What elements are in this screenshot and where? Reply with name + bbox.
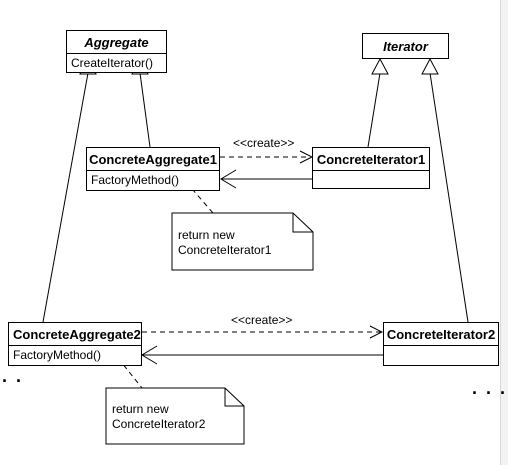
association-ci1-ca1 — [220, 169, 312, 189]
class-operation: CreateIterator() — [71, 56, 154, 70]
class-name: ConcreteAggregate1 — [87, 148, 219, 171]
class-name: ConcreteIterator2 — [384, 323, 498, 346]
generalization-ci1-iterator — [367, 57, 389, 148]
class-operation: FactoryMethod() — [13, 348, 102, 362]
create-label-1: <<create>> — [233, 136, 295, 150]
class-concrete-aggregate2[interactable]: ConcreteAggregate2 FactoryMethod() — [8, 322, 142, 366]
class-operation: FactoryMethod() — [91, 173, 180, 187]
create-dependency-1 — [220, 150, 314, 164]
note-2-line2: ConcreteIterator2 — [112, 417, 206, 431]
note-2-text: return new ConcreteIterator2 — [112, 402, 205, 432]
note-1 — [171, 181, 314, 271]
class-concrete-iterator1[interactable]: ConcreteIterator1 — [312, 147, 430, 189]
class-name: ConcreteAggregate2 — [9, 323, 141, 346]
class-name: Iterator — [383, 38, 428, 54]
note-1-line2: ConcreteIterator1 — [178, 243, 272, 257]
note-2-line1: return new — [112, 402, 169, 416]
class-concrete-iterator2[interactable]: ConcreteIterator2 — [383, 322, 499, 366]
create-dependency-2 — [142, 325, 384, 339]
class-concrete-aggregate1[interactable]: ConcreteAggregate1 FactoryMethod() — [86, 147, 220, 191]
note-1-text: return new ConcreteIterator1 — [178, 228, 271, 258]
generalization-ci2-iterator — [421, 57, 469, 323]
class-iterator[interactable]: Iterator — [362, 33, 449, 59]
ellipsis-right: . . . — [472, 378, 508, 398]
association-ci2-ca2 — [141, 345, 384, 365]
window-edge — [500, 0, 508, 465]
note-1-line1: return new — [178, 228, 235, 242]
class-name: Aggregate — [67, 31, 166, 54]
note-2 — [105, 357, 245, 445]
ellipsis-left: . . — [2, 366, 24, 386]
create-label-2: <<create>> — [231, 313, 293, 327]
class-aggregate[interactable]: Aggregate CreateIterator() — [66, 30, 167, 73]
class-name: ConcreteIterator1 — [313, 148, 429, 171]
